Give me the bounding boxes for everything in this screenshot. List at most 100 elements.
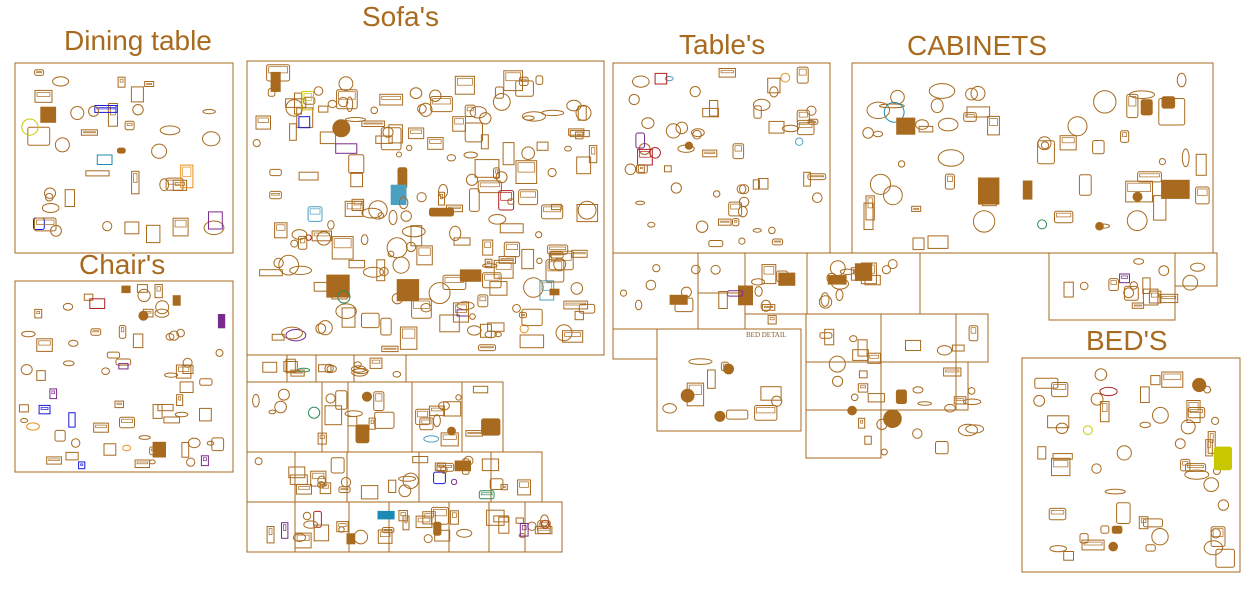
furniture-symbol — [26, 422, 40, 431]
furniture-symbol — [883, 101, 905, 123]
furniture-symbol — [824, 328, 835, 346]
furniture-symbol — [570, 282, 584, 295]
furniture-symbol — [507, 198, 515, 205]
furniture-symbol — [455, 394, 462, 401]
furniture-symbol — [857, 339, 868, 357]
furniture-symbol — [965, 114, 975, 118]
furniture-symbol — [539, 522, 549, 528]
furniture-symbol — [303, 93, 312, 101]
furniture-symbol — [1104, 488, 1126, 495]
furniture-symbol — [1129, 90, 1155, 99]
furniture-symbol — [333, 238, 352, 249]
furniture-symbol — [70, 106, 85, 120]
furniture-symbol — [879, 103, 905, 109]
furniture-symbol — [178, 396, 182, 401]
furniture-symbol — [704, 151, 716, 154]
furniture-symbol — [577, 200, 597, 220]
furniture-symbol — [486, 509, 505, 526]
furniture-symbol — [552, 253, 562, 256]
furniture-symbol — [1034, 377, 1059, 389]
furniture-symbol — [428, 405, 445, 417]
furniture-symbol — [576, 204, 599, 223]
furniture-symbol — [36, 370, 46, 381]
furniture-symbol — [375, 393, 383, 402]
furniture-symbol — [634, 299, 643, 311]
furniture-symbol — [863, 202, 874, 231]
furniture-symbol — [440, 432, 459, 447]
furniture-symbol — [1048, 507, 1067, 521]
furniture-symbol — [409, 87, 423, 100]
furniture-symbol — [124, 120, 135, 131]
furniture-symbol — [90, 328, 102, 336]
furniture-symbol — [427, 137, 444, 150]
furniture-symbol — [429, 89, 442, 102]
furniture-symbol — [487, 322, 505, 332]
furniture-symbol — [736, 184, 747, 195]
furniture-symbol — [773, 240, 781, 243]
furniture-symbol — [187, 437, 201, 449]
furniture-symbol — [796, 109, 810, 125]
furniture-symbol — [200, 455, 209, 467]
furniture-symbol — [417, 410, 429, 418]
furniture-symbol — [178, 366, 190, 372]
furniture-symbol — [1142, 518, 1164, 528]
furniture-symbol — [274, 222, 288, 239]
furniture-symbol — [520, 191, 536, 198]
furniture-symbol — [883, 409, 902, 429]
furniture-symbol — [493, 515, 509, 523]
furniture-symbol — [301, 90, 314, 111]
furniture-symbol — [285, 98, 307, 108]
furniture-symbol — [313, 510, 322, 528]
furniture-symbol — [1210, 528, 1221, 539]
furniture-symbol — [732, 218, 740, 227]
furniture-symbol — [415, 408, 431, 426]
furniture-symbol — [94, 105, 118, 113]
furniture-symbol — [1145, 544, 1156, 552]
furniture-symbol — [867, 197, 873, 209]
furniture-symbol — [291, 229, 308, 240]
furniture-symbol — [652, 264, 661, 273]
furniture-symbol — [346, 202, 362, 210]
furniture-symbol — [574, 310, 584, 321]
beds-title: BED'S — [1086, 325, 1168, 356]
furniture-symbol — [337, 290, 351, 304]
furniture-symbol — [820, 292, 830, 307]
furniture-symbol — [1099, 401, 1110, 423]
furniture-symbol — [566, 99, 582, 112]
furniture-symbol — [578, 303, 596, 314]
furniture-symbol — [628, 93, 640, 106]
furniture-symbol — [433, 521, 442, 536]
furniture-symbol — [677, 144, 695, 153]
furniture-symbol — [450, 478, 458, 486]
furniture-symbol — [344, 410, 363, 418]
furniture-symbol — [913, 207, 920, 210]
furniture-symbol — [847, 405, 857, 416]
furniture-symbol — [326, 364, 337, 373]
furniture-symbol — [489, 478, 504, 490]
furniture-symbol — [268, 66, 288, 74]
furniture-symbol — [951, 344, 965, 352]
furniture-symbol — [1182, 274, 1199, 291]
furniture-symbol — [266, 64, 291, 82]
furniture-symbol — [898, 119, 914, 127]
furniture-symbol — [624, 163, 637, 176]
furniture-symbol — [670, 182, 682, 194]
sofas-frame — [246, 60, 605, 356]
furniture-symbol — [254, 457, 263, 466]
furniture-symbol — [563, 300, 589, 310]
furniture-symbol — [269, 168, 282, 177]
furniture-symbol — [912, 428, 923, 439]
furniture-symbol — [1079, 281, 1089, 291]
furniture-symbol — [412, 456, 429, 464]
furniture-symbol — [298, 171, 319, 181]
furniture-symbol — [447, 426, 456, 436]
furniture-symbol — [767, 315, 777, 325]
furniture-symbol — [1127, 182, 1151, 192]
furniture-symbol — [1180, 419, 1196, 435]
furniture-symbol — [1055, 422, 1069, 434]
furniture-symbol — [434, 529, 451, 542]
furniture-symbol — [819, 332, 833, 339]
furniture-symbol — [702, 149, 718, 158]
furniture-symbol — [484, 241, 492, 248]
furniture-symbol — [718, 68, 736, 78]
